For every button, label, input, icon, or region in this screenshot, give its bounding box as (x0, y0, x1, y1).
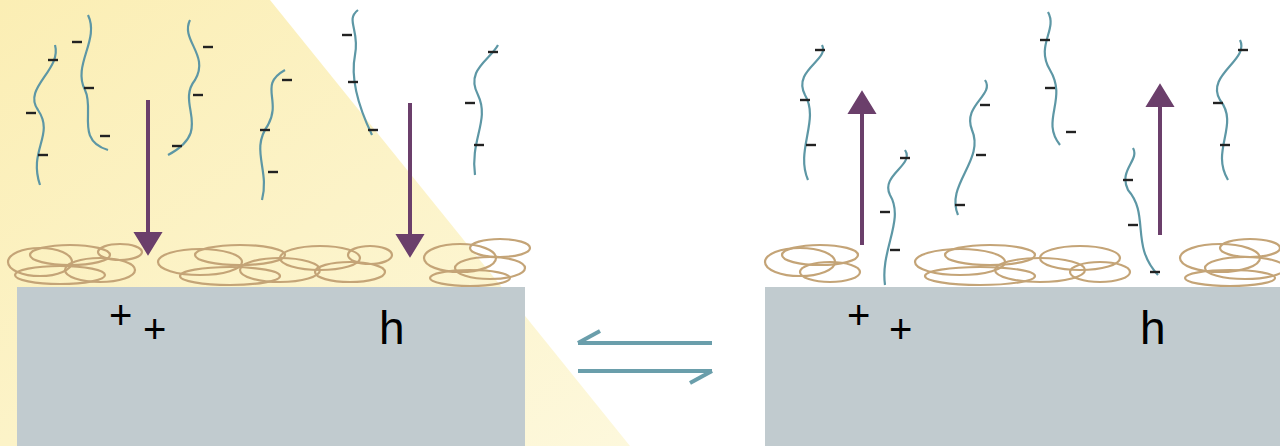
light-beam (0, 0, 630, 446)
substrate-block: + + h (765, 287, 1280, 446)
arrow-line (690, 371, 712, 383)
substrate-block: + + h (17, 287, 525, 446)
equilibrium-arrow (578, 331, 712, 383)
negative-charges (26, 35, 1248, 272)
charge-label: + (889, 309, 912, 349)
motion-arrows (137, 87, 1171, 254)
surface-label: h (1140, 305, 1166, 351)
charge-label: + (143, 309, 166, 349)
arrow-line (578, 369, 712, 373)
arrow-line (578, 341, 712, 345)
fiber-layer (8, 239, 1280, 286)
charge-label: + (109, 295, 132, 335)
arrow-line (578, 331, 600, 343)
polyelectrolyte-chains (34, 10, 1241, 285)
surface-label: h (379, 305, 405, 351)
charge-label: + (847, 295, 870, 335)
